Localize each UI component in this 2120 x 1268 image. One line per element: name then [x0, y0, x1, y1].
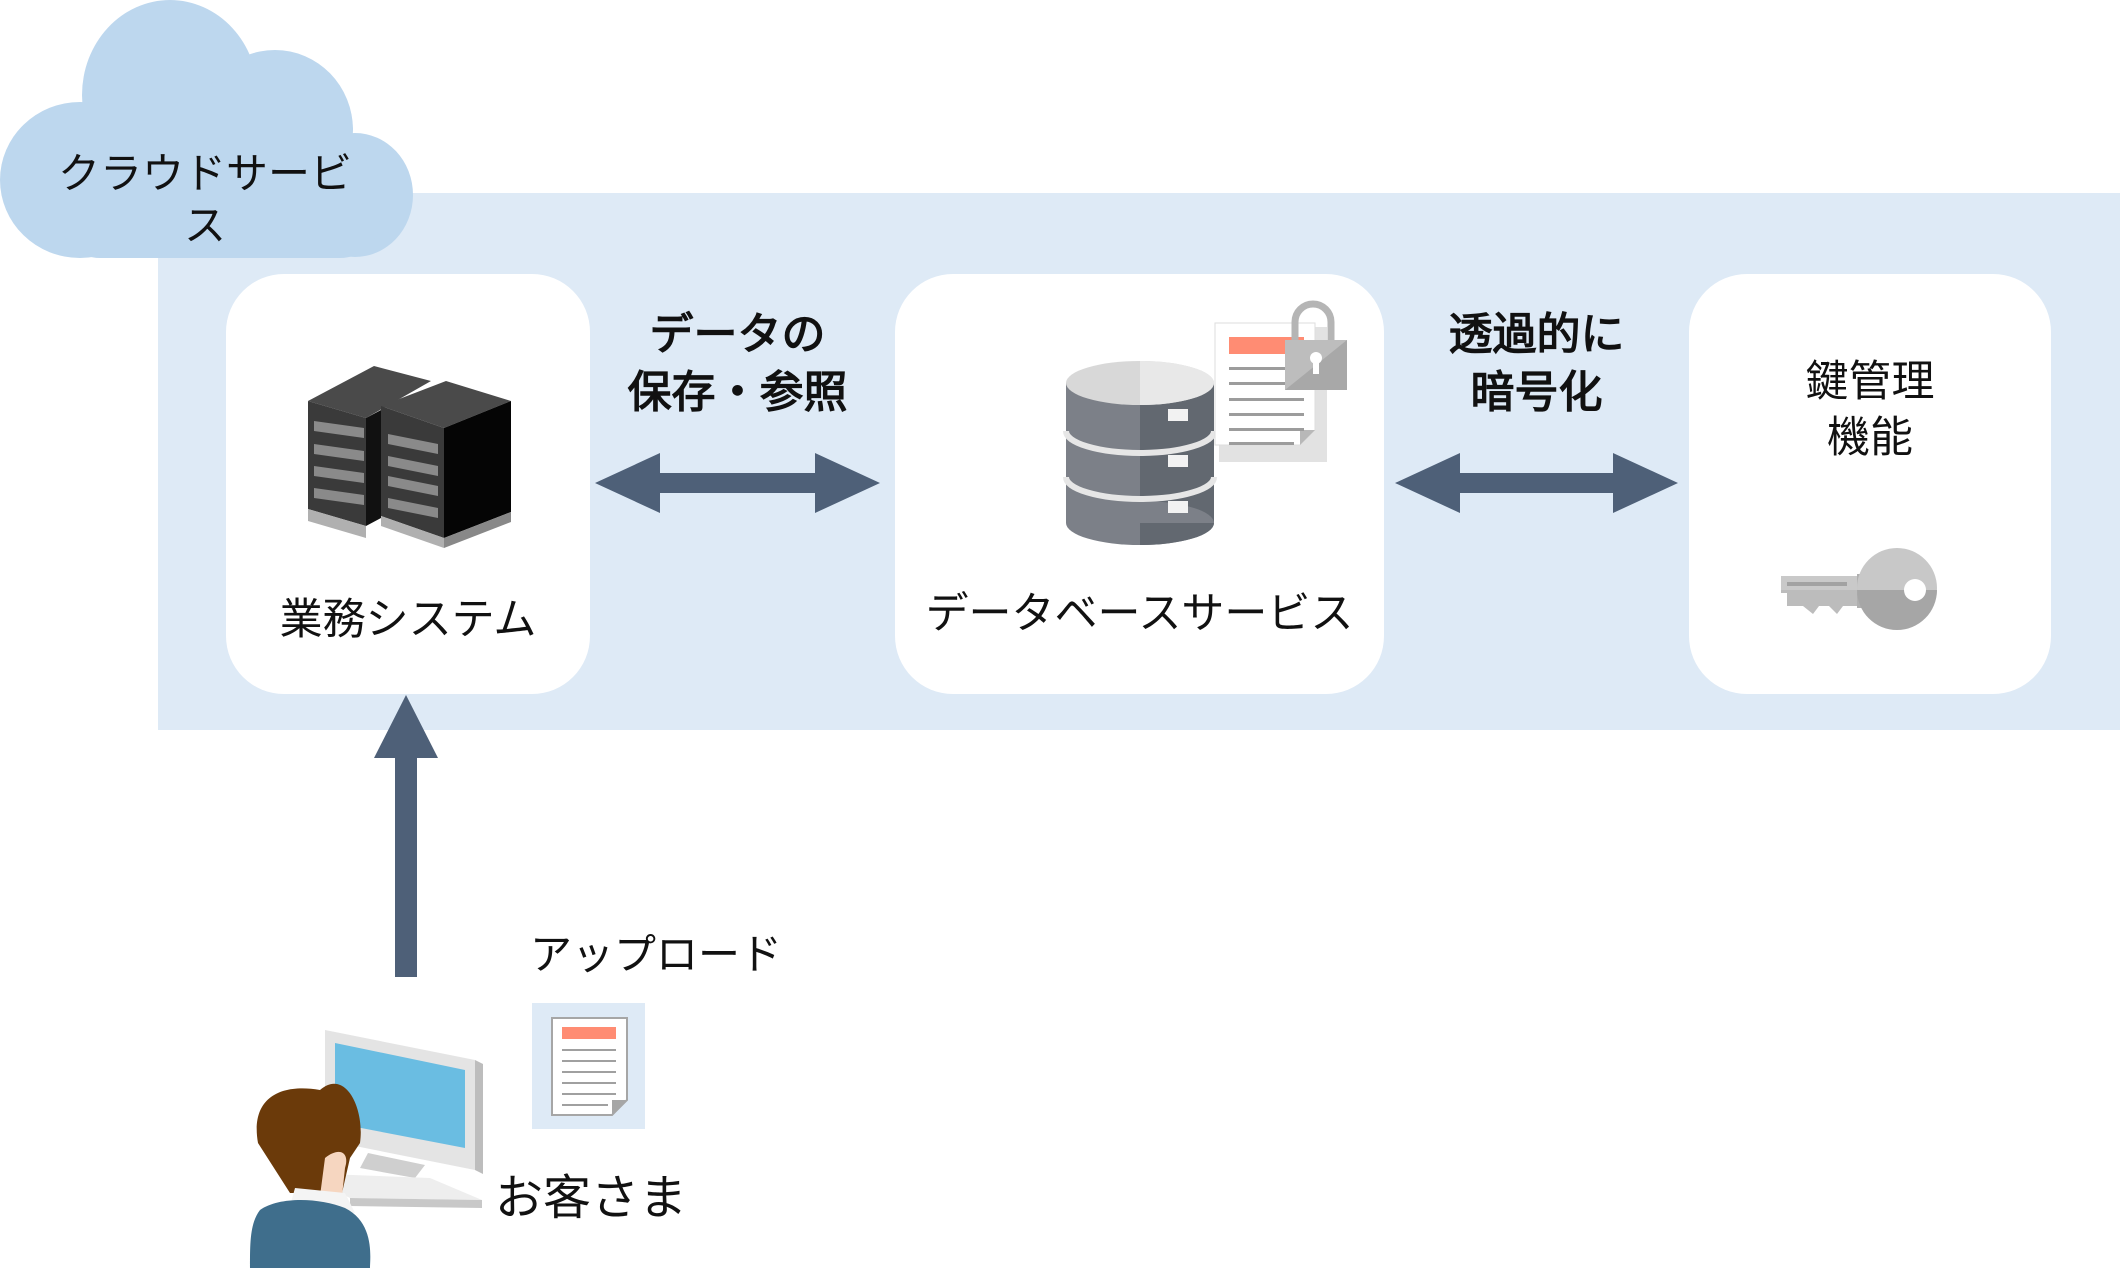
transparent-encryption-line2: 暗号化 [1470, 367, 1603, 418]
user-at-computer-icon [250, 1030, 483, 1268]
server-rack-icon [308, 366, 511, 548]
business-system-label: 業務システム [279, 595, 537, 645]
data-store-reference-line2: 保存・参照 [627, 367, 848, 418]
uploaded-document [532, 1003, 645, 1129]
transparent-encryption-line1: 透過的に [1448, 309, 1625, 360]
locked-document-icon [1214, 300, 1347, 462]
key-icon [1781, 548, 1937, 630]
cloud-icon [0, 0, 413, 258]
bidirectional-arrow-business-db [595, 453, 880, 513]
data-store-reference-line1: データの [649, 309, 826, 360]
key-management-label: 鍵管理 機能 [1689, 354, 2051, 466]
key-management-label-line1: 鍵管理 [1805, 357, 1935, 407]
business-system-node[interactable]: 業務システム [226, 274, 590, 694]
key-management-node[interactable]: 鍵管理 機能 [1689, 274, 2051, 694]
upload-arrow [374, 695, 438, 977]
data-store-reference-label: データの 保存・参照 [595, 306, 880, 422]
database-service-label: データベースサービス [925, 589, 1354, 639]
transparent-encryption-label: 透過的に 暗号化 [1395, 306, 1678, 422]
bidirectional-arrow-db-key [1395, 453, 1678, 513]
customer-label: お客さま [495, 1170, 688, 1226]
document-icon [551, 1017, 628, 1116]
key-management-label-line2: 機能 [1827, 413, 1913, 463]
database-icon [1063, 361, 1217, 545]
cloud-service-label: クラウドサービス [57, 149, 352, 250]
database-service-node[interactable]: データベースサービス [895, 274, 1384, 694]
upload-label: アップロード [530, 930, 783, 979]
